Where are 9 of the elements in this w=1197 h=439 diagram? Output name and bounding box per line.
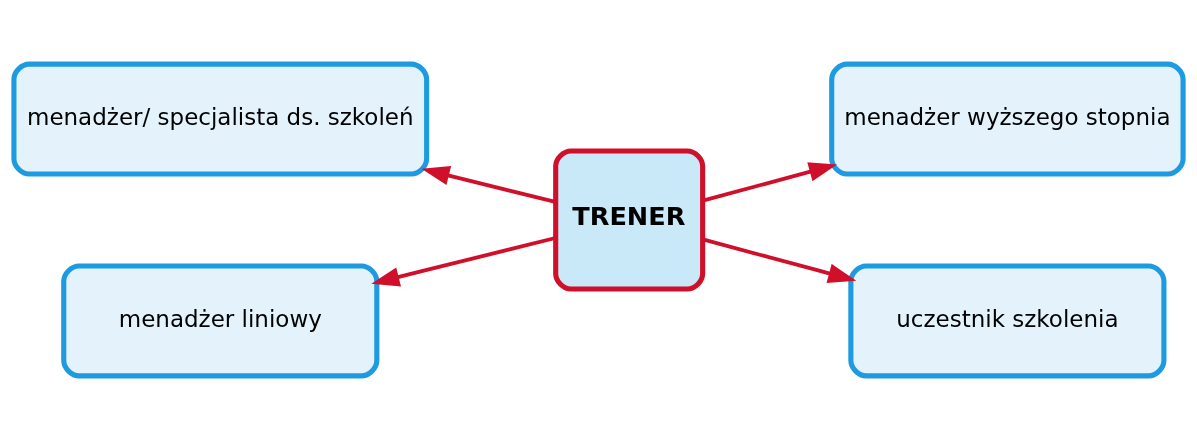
arrow	[702, 161, 838, 202]
node-box: TRENER	[553, 147, 706, 292]
node-box: uczestnik szkolenia	[848, 262, 1167, 378]
arrow	[371, 235, 556, 286]
node-box: menadżer/ specjalista ds. szkoleń	[11, 61, 430, 177]
node-box: menadżer liniowy	[61, 262, 380, 378]
arrow	[421, 165, 556, 204]
node-box: menadżer wyższego stopnia	[829, 61, 1186, 177]
arrow	[702, 237, 857, 283]
